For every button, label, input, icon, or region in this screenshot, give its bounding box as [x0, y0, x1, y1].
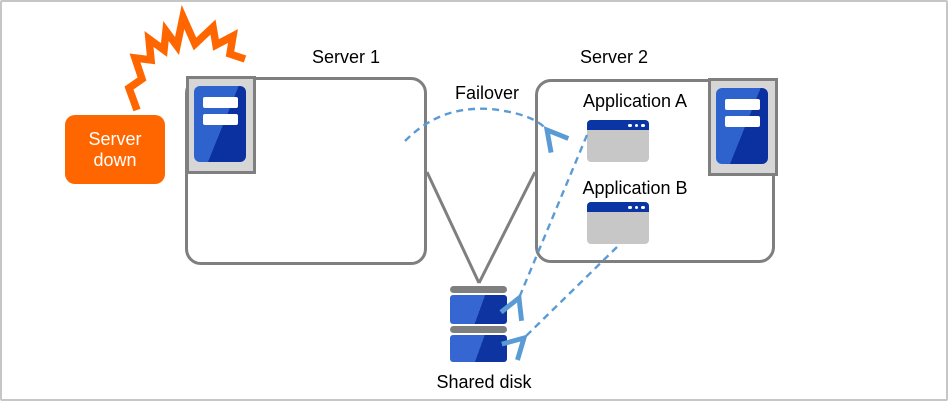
window-titlebar [587, 202, 649, 212]
server1-to-disk-line [425, 171, 481, 284]
window-dot [641, 205, 645, 209]
server-down-label-line2: down [93, 149, 137, 170]
window-titlebar [587, 120, 649, 130]
server-down-label-line1: Server [88, 128, 142, 149]
window-dot [641, 123, 645, 127]
shared-disk-icon [450, 295, 507, 324]
server-slot [725, 116, 760, 127]
server2-screen [716, 88, 768, 164]
application-b-window-icon [587, 202, 649, 244]
shared-disk-icon [450, 326, 507, 333]
failover-label: Failover [454, 83, 520, 103]
shared-disk-icon [450, 286, 507, 293]
server-slot [203, 97, 238, 108]
server1-screen [194, 86, 246, 162]
server1-icon [186, 76, 256, 174]
window-dot [628, 205, 632, 209]
server2-label: Server 2 [579, 47, 649, 67]
shared-disk-label: Shared disk [436, 372, 532, 392]
server2-icon [708, 78, 778, 176]
window-dot [634, 123, 638, 127]
application-a-window-icon [587, 120, 649, 162]
application-a-label: Application A [582, 91, 688, 111]
server1-label: Server 1 [311, 47, 381, 67]
window-dot [628, 123, 632, 127]
server-slot [725, 99, 760, 110]
server-down-badge: Server down [65, 115, 165, 184]
window-dot [634, 205, 638, 209]
shared-disk-icon [450, 335, 507, 362]
server-slot [203, 114, 238, 125]
server2-to-disk-line [477, 171, 537, 284]
application-b-label: Application B [582, 178, 688, 198]
